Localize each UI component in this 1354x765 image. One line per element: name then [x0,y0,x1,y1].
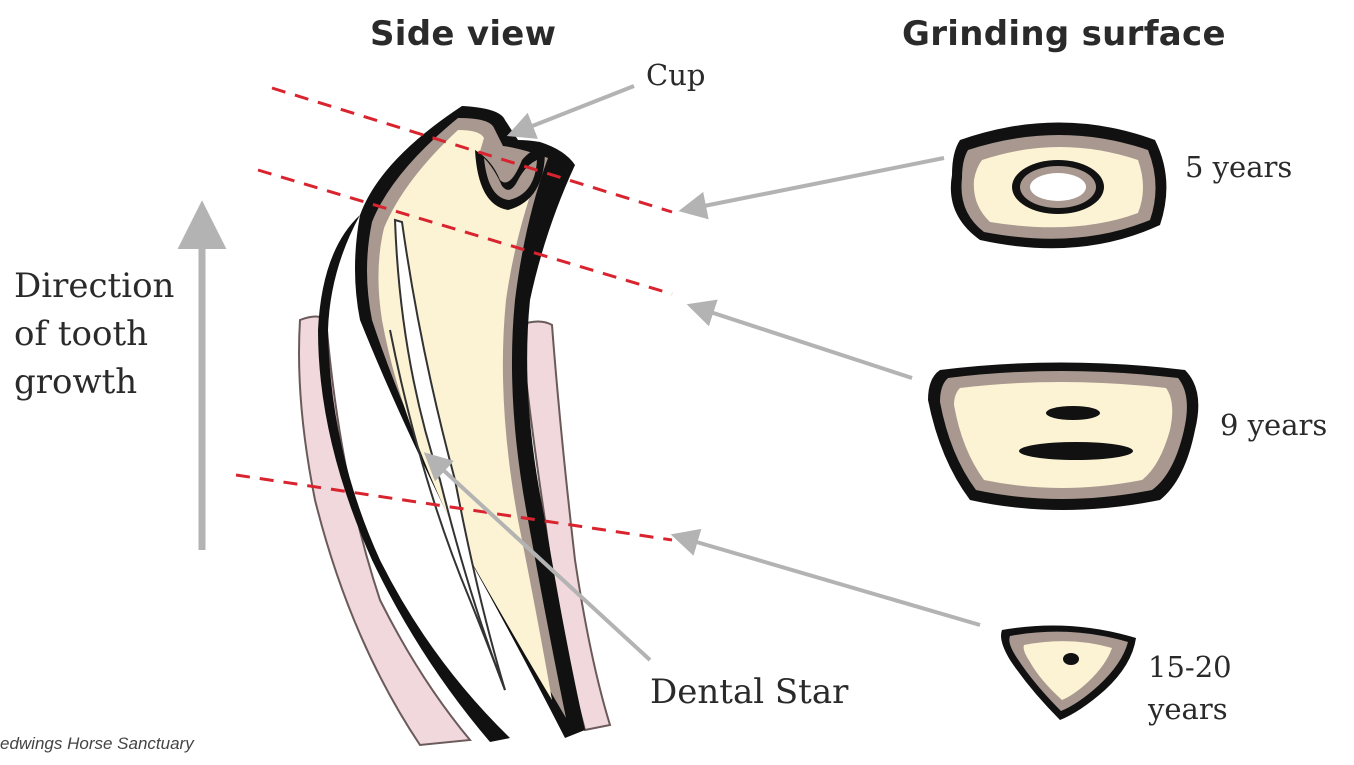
side-view-heading: Side view [370,14,556,54]
cross-section-15-20-years [1001,626,1136,721]
arrow-9-years [692,306,912,378]
age-15-20-label-line2: years [1148,692,1228,726]
direction-label-line3: growth [14,358,137,406]
credit-text: edwings Horse Sanctuary [0,734,194,754]
grinding-surface-heading: Grinding surface [902,14,1226,54]
cross-section-5-years [951,123,1167,249]
arrow-5-years [684,158,944,210]
direction-label-line1: Direction [14,262,174,310]
direction-label-line2: of tooth [14,310,148,358]
dental-star-label: Dental Star [650,668,848,716]
cross-section-9-years [928,363,1198,511]
arrow-15-years [676,536,980,625]
cup-arrow [512,86,634,134]
age-9-years-label: 9 years [1220,408,1327,442]
age-15-20-label-line1: 15-20 [1148,650,1232,684]
cup-label: Cup [646,58,705,92]
age-5-years-label: 5 years [1185,150,1292,184]
